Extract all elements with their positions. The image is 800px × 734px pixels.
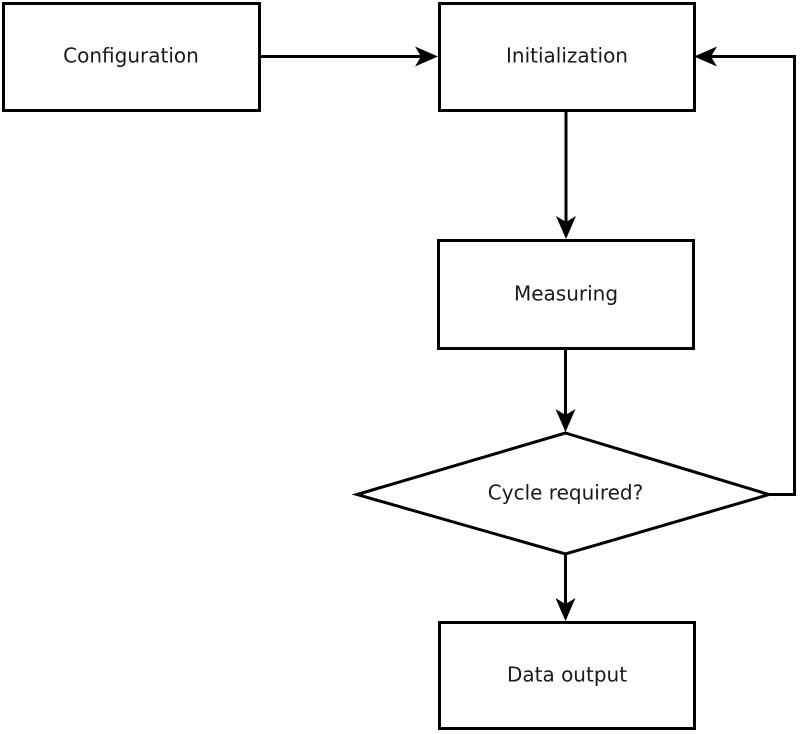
edge-decision-to-initialization-feedback [694, 46, 796, 496]
decision-diamond[interactable] [351, 431, 775, 556]
node-data-output[interactable]: Data output [438, 621, 696, 730]
arrow-head-into-decision-top [555, 409, 576, 432]
edge-configuration-to-initialization [259, 46, 438, 67]
arrow-head-into-measuring-top [556, 216, 576, 239]
data-output-label: Data output [507, 663, 627, 687]
configuration-label: Configuration [63, 44, 199, 68]
decision-label: Cycle required? [488, 481, 643, 505]
measuring-label: Measuring [514, 282, 618, 306]
arrow-head-into-initialization-right [694, 46, 717, 67]
node-initialization[interactable]: Initialization [438, 2, 696, 112]
initialization-label: Initialization [506, 44, 628, 68]
edge-measuring-to-decision [555, 350, 576, 432]
edge-line-feedback-loop [702, 55, 796, 496]
node-decision[interactable]: Cycle required? [351, 431, 775, 556]
initialization-box[interactable] [438, 2, 696, 112]
arrow-head-into-data-output-top [555, 598, 576, 621]
arrow-head-into-initialization-left [415, 46, 438, 67]
edge-initialization-to-measuring [556, 112, 576, 239]
edge-decision-to-data-output [555, 555, 576, 621]
measuring-box[interactable] [437, 239, 695, 350]
node-configuration[interactable]: Configuration [2, 2, 261, 112]
configuration-box[interactable] [2, 2, 261, 112]
data-output-box[interactable] [438, 621, 696, 730]
node-measuring[interactable]: Measuring [437, 239, 695, 350]
